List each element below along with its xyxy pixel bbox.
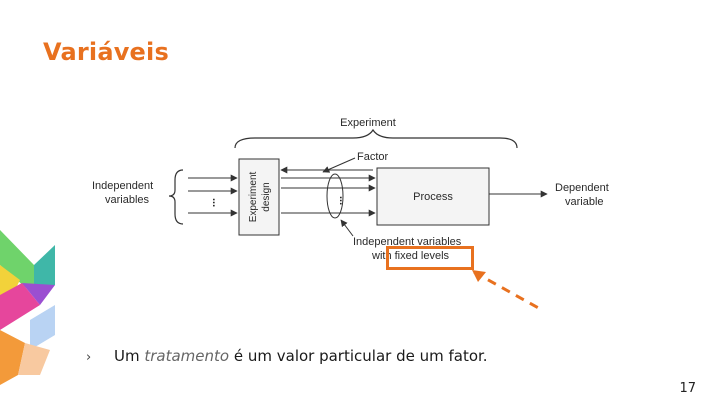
- highlight-box: [386, 246, 474, 270]
- dashed-arrow: [472, 270, 543, 312]
- fixed-levels-arrow: [340, 219, 354, 237]
- experiment-design-label-1: Experiment: [248, 171, 259, 222]
- deco-orange-shape: [0, 330, 25, 385]
- page-number: 17: [679, 381, 696, 396]
- factor-label: Factor: [357, 151, 389, 163]
- experiment-design-label-2: design: [261, 182, 272, 211]
- bullet-text-after: é um valor particular de um fator.: [229, 347, 488, 365]
- process-label: Process: [413, 191, 453, 203]
- deco-pink-shape: [0, 283, 40, 330]
- deco-lightblue-shape: [30, 305, 55, 350]
- independent-variables-label-2: variables: [105, 194, 150, 206]
- fixed-levels-label-1: Independent variables: [353, 236, 462, 248]
- independent-variables-label-1: Independent: [92, 180, 153, 192]
- fixed-levels-ellipse: [326, 173, 344, 219]
- deco-yellow-shape: [0, 265, 20, 300]
- decorative-shapes: [0, 230, 55, 385]
- experiment-label: Experiment: [340, 117, 396, 129]
- deco-peach-shape: [18, 343, 50, 375]
- fixed-levels-label-2: with fixed levels: [371, 250, 450, 262]
- bullet-item: › Um tratamento é um valor particular de …: [86, 347, 488, 365]
- slide-title: Variáveis: [43, 38, 169, 66]
- input-brace: [168, 169, 184, 225]
- experiment-diagram: Experiment Factor Independent variables …: [92, 117, 609, 262]
- dashed-arrow-head: [472, 270, 486, 282]
- process-box: [376, 167, 490, 226]
- deco-green-shape: [0, 230, 34, 295]
- experiment-design-box: [238, 158, 280, 236]
- input-dots: ...: [210, 198, 222, 207]
- deco-teal-shape: [34, 245, 55, 295]
- bullet-text-emphasis: tratamento: [144, 347, 230, 365]
- bullet-text-before: Um: [114, 347, 145, 365]
- dependent-variable-label-2: variable: [565, 196, 604, 208]
- deco-purple-shape: [22, 283, 55, 305]
- dashed-arrow-line: [473, 270, 543, 312]
- experiment-brace: [234, 128, 518, 149]
- dependent-variable-label-1: Dependent: [555, 182, 609, 194]
- bullet-marker: ›: [86, 350, 92, 365]
